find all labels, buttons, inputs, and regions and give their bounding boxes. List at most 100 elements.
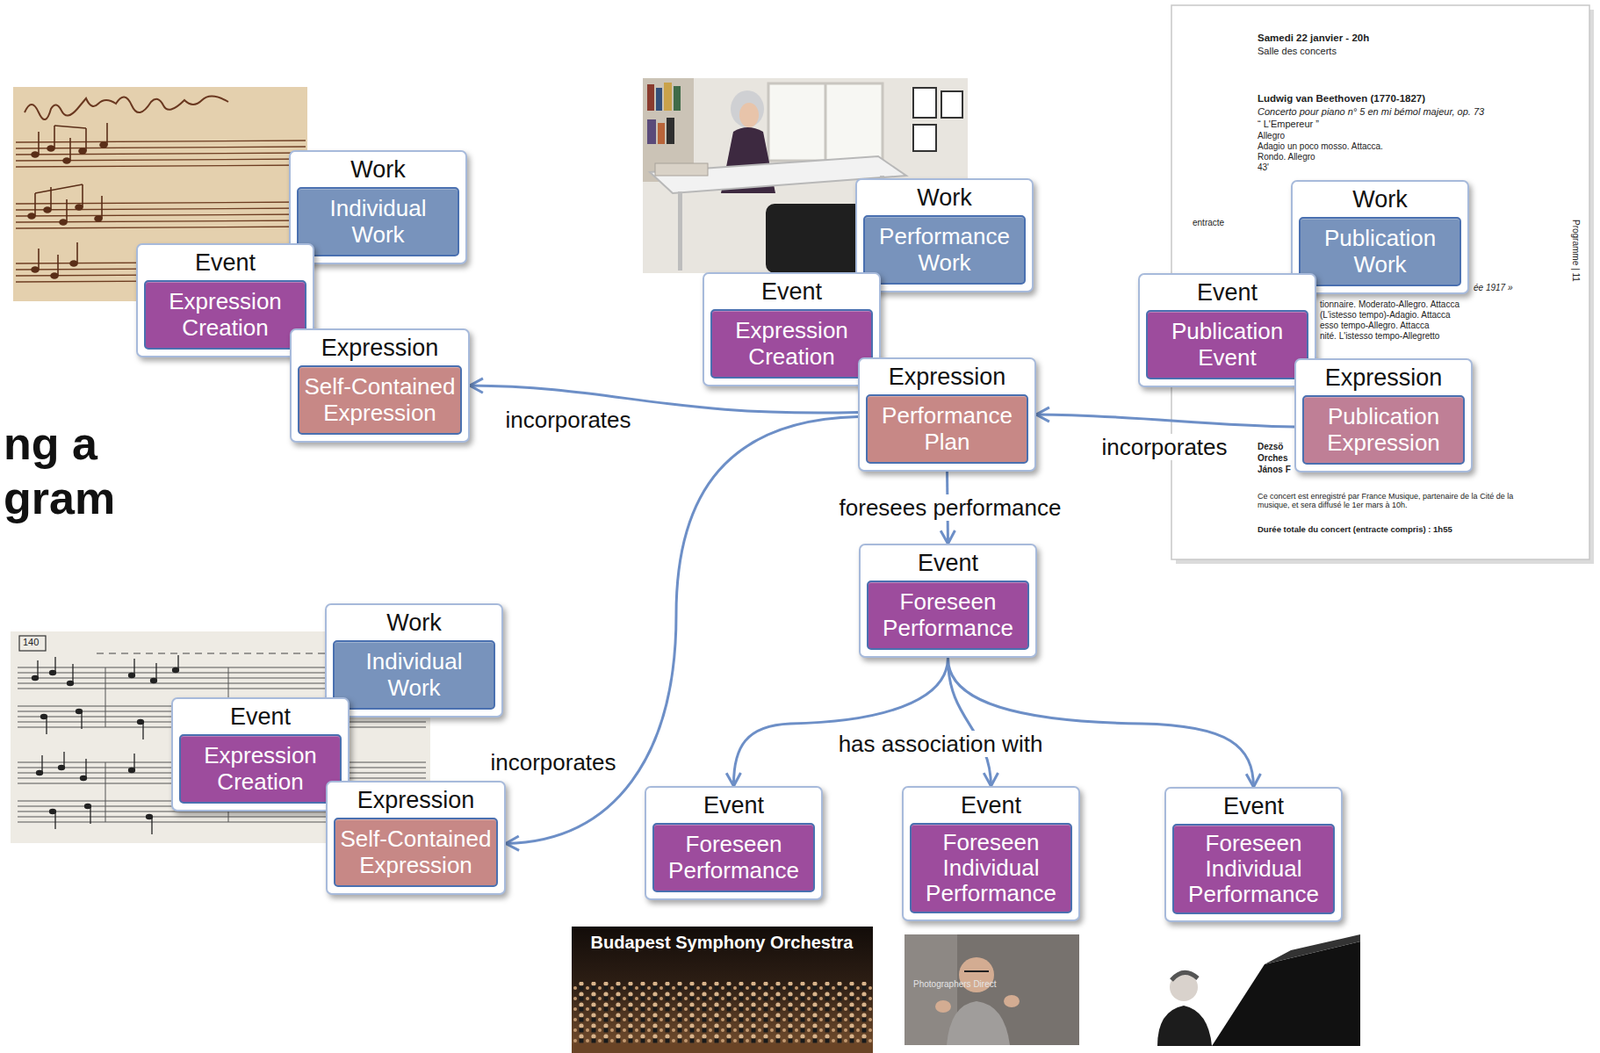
illustration-detail [1171, 972, 1198, 981]
type-heading: Event [909, 791, 1073, 820]
connector [1036, 407, 1295, 427]
type-heading: Event [1145, 278, 1309, 307]
illustration-detail [37, 248, 40, 270]
class-name: Performance Plan [880, 403, 1015, 455]
class-name: Publication Expression [1326, 403, 1442, 455]
illustration-detail [100, 142, 108, 148]
illustration-detail [57, 254, 59, 276]
illustration-detail [105, 667, 107, 728]
class-name: Expression Creation [734, 317, 851, 369]
illustration-detail [75, 204, 83, 210]
illustration-detail [94, 216, 102, 222]
program-text: esso tempo-Allegro. Attacca [1319, 320, 1430, 332]
entity-box: ExpressionSelf-Contained Expression [289, 328, 470, 443]
illustration-detail [100, 195, 103, 219]
illustration-detail [15, 146, 306, 149]
slide-title: ng a gram [3, 416, 127, 527]
class-name: Foreseen Individual Performance [1187, 830, 1321, 908]
illustration-detail [15, 140, 306, 143]
page-number: Programme | 11 [1571, 219, 1582, 282]
illustration-detail [913, 124, 937, 152]
entity-box: EventForeseen Performance [858, 543, 1038, 658]
class-name: Self-Contained Expression [338, 826, 493, 878]
class-name: Individual Work [364, 648, 464, 700]
illustration-detail [730, 90, 764, 128]
program-text: entracte [1192, 217, 1225, 229]
connector-line [733, 657, 948, 786]
type-heading: Event [710, 277, 873, 306]
connector-line [947, 657, 1254, 787]
illustration-detail [50, 273, 58, 279]
program-text: Rondo. Allegro [1257, 151, 1316, 163]
class-box: Individual Work [332, 640, 496, 710]
arrowhead [983, 772, 998, 786]
relation-label: incorporates [1097, 433, 1231, 461]
entity-box: EventPublication Event [1138, 273, 1317, 388]
illustration-detail [15, 165, 306, 167]
illustration-detail [47, 145, 55, 152]
pianist-photo [1145, 931, 1361, 1046]
illustration-detail [571, 1043, 873, 1053]
illustration-detail [935, 1000, 952, 1013]
illustration-detail [69, 137, 72, 161]
entity-box: EventExpression Creation [171, 697, 350, 812]
class-box: Self-Contained Expression [297, 365, 462, 435]
illustration-detail [106, 122, 109, 145]
illustration-detail [133, 753, 135, 771]
illustration-detail [647, 119, 656, 145]
program-text: 140 [22, 636, 39, 649]
class-box: Foreseen Individual Performance [1172, 823, 1335, 915]
illustration-detail [765, 203, 865, 274]
entity-box: WorkIndividual Work [288, 150, 468, 265]
class-box: Publication Expression [1302, 395, 1465, 465]
class-name: Foreseen Performance [667, 831, 801, 883]
type-heading: Expression [1302, 363, 1465, 392]
illustration-detail [32, 655, 180, 835]
class-name: Foreseen Performance [881, 589, 1016, 641]
connector-line [1036, 414, 1295, 427]
class-name: Expression Creation [202, 742, 319, 794]
entity-box: WorkPerformance Work [855, 178, 1034, 293]
program-text: Ce concert est enregistré par France Mus… [1257, 491, 1535, 511]
entity-box: ExpressionPublication Expression [1294, 358, 1473, 473]
relation-label: has association with [835, 730, 1047, 757]
type-heading: Event [866, 548, 1030, 577]
illustration-detail [79, 148, 87, 154]
illustration-detail [655, 163, 708, 176]
illustration-detail [673, 86, 681, 111]
class-box: Self-Contained Expression [333, 817, 498, 887]
program-text: János F [1257, 464, 1291, 476]
illustration-detail [1157, 1005, 1212, 1046]
illustration-detail [824, 83, 828, 161]
illustration-detail [105, 762, 107, 822]
class-box: Individual Work [296, 187, 460, 257]
illustration-detail [37, 131, 40, 155]
illustration-detail [904, 934, 1080, 1046]
illustration-detail [31, 151, 39, 158]
illustration-detail [913, 87, 937, 118]
class-box: Expression Creation [179, 734, 342, 804]
program-text: Allegro [1257, 130, 1285, 142]
type-heading: Event [652, 791, 815, 820]
program-text: Salle des concerts [1257, 45, 1337, 58]
class-name: Publication Event [1169, 318, 1285, 370]
illustration-detail [76, 242, 79, 264]
class-box: Performance Plan [865, 394, 1029, 464]
relation-label: incorporates [486, 749, 620, 776]
entity-box: WorkIndividual Work [324, 603, 504, 718]
connector [947, 657, 1261, 787]
illustration-detail [63, 158, 71, 164]
entity-box: WorkPublication Work [1290, 180, 1470, 295]
illustration-detail [89, 806, 91, 824]
illustration-detail [80, 711, 82, 729]
illustration-detail [151, 816, 152, 835]
illustration-detail [81, 184, 84, 208]
class-name: Publication Work [1322, 225, 1438, 277]
illustration-detail [43, 207, 51, 213]
illustration-detail [571, 981, 873, 1053]
illustration-detail [946, 1001, 1010, 1046]
class-box: Performance Work [863, 215, 1026, 285]
illustration-detail [28, 122, 108, 279]
illustration-detail [19, 635, 46, 651]
arrowhead [1246, 773, 1261, 787]
